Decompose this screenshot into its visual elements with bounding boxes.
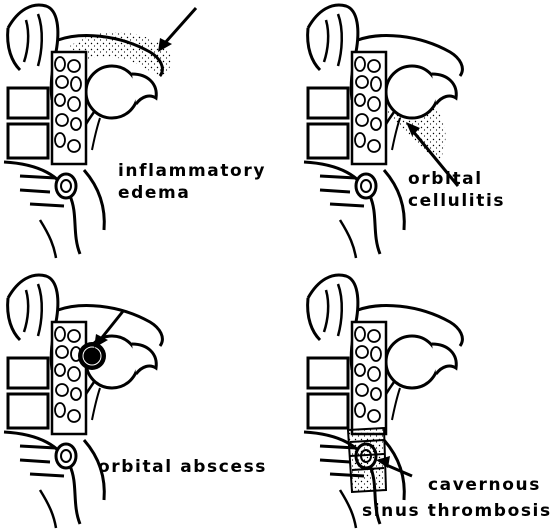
arrow-edema [158,8,196,52]
label-orbital-cellulitis: orbital cellulitis [408,168,505,212]
panel-orbital-abscess: orbital abscess [0,270,270,532]
orbit-diagram-cellulitis [300,0,553,262]
label-inflammatory-edema: inflammatory edema [118,160,266,204]
orbit-diagram-abscess [0,270,270,532]
label-orbital-abscess: orbital abscess [98,456,267,478]
panel-orbital-cellulitis: orbital cellulitis [300,0,553,262]
label-cavernous-sinus-thrombosis: cavernous sinus thrombosis [362,474,552,522]
abscess-mass [78,342,106,370]
panel-cavernous-sinus-thrombosis: cavernous sinus thrombosis [300,270,553,532]
panel-inflammatory-edema: inflammatory edema [0,0,270,262]
orbit-diagram-edema [0,0,270,262]
